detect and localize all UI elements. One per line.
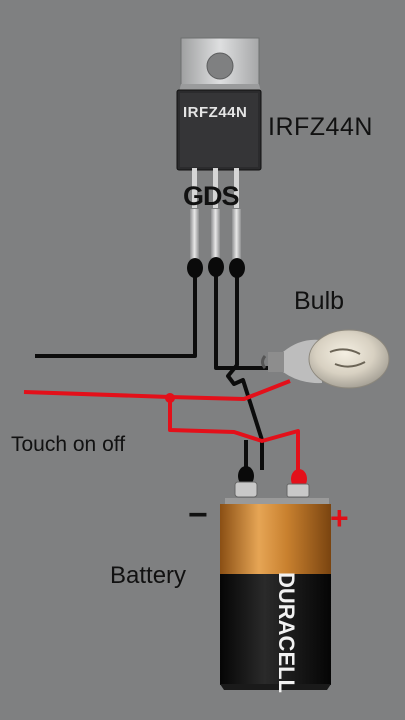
touch-wire-top <box>23 379 291 401</box>
touch-junction-dot <box>165 393 175 403</box>
mosfet-pin-label: GDS <box>183 181 240 211</box>
drain-wire <box>214 268 285 370</box>
touch-wire-bottom <box>168 397 300 472</box>
bulb-label: Bulb <box>294 287 345 315</box>
battery <box>220 481 331 690</box>
mosfet-leg-gate <box>190 209 199 273</box>
battery-label: Battery <box>110 562 187 589</box>
battery-plus-sign: + <box>330 500 349 536</box>
solder-joints <box>187 257 307 489</box>
battery-terminal-positive <box>286 483 310 498</box>
touch-label: Touch on off <box>11 433 126 456</box>
mosfet-chip-marking: IRFZ44N <box>183 104 248 121</box>
mosfet-label: IRFZ44N <box>268 113 373 141</box>
battery-terminal-negative <box>234 481 258 498</box>
battery-copper-top <box>220 504 331 576</box>
gate-wire <box>35 268 197 358</box>
mosfet-leg-drain <box>211 209 220 273</box>
battery-brand-logo: DURACELL <box>274 572 299 693</box>
battery-black-body <box>220 574 331 685</box>
mosfet-transistor <box>176 37 262 273</box>
light-bulb <box>261 329 390 389</box>
mosfet-tab-hole <box>206 52 234 80</box>
battery-minus-sign: − <box>188 496 208 534</box>
red-wires <box>23 379 300 472</box>
mosfet-leg-source <box>232 209 241 273</box>
